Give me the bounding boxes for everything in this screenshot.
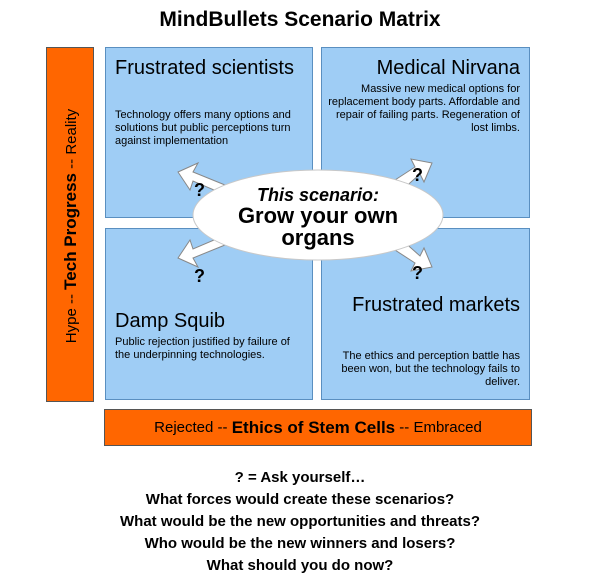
footer-questions: ? = Ask yourself… What forces would crea… <box>0 467 600 577</box>
quadrant-description: The ethics and perception battle has bee… <box>341 350 520 388</box>
question-mark-top-right: ? <box>412 165 423 185</box>
quadrant-heading: Damp Squib <box>115 310 226 332</box>
footer-line: What should you do now? <box>206 557 394 574</box>
question-mark-bottom-left: ? <box>194 266 205 286</box>
center-scenario: This scenario: Grow your own organs <box>218 185 418 249</box>
footer-line: ? = Ask yourself… <box>234 469 366 486</box>
footer-line: Who would be the new winners and losers? <box>144 535 456 552</box>
question-mark-bottom-right: ? <box>412 263 423 283</box>
center-ellipse <box>192 169 444 261</box>
quadrant-heading: Frustrated scientists <box>115 57 294 79</box>
question-mark-top-left: ? <box>194 180 205 200</box>
center-scenario-label: This scenario: <box>256 185 380 205</box>
axis-separator: -- <box>395 419 414 436</box>
quadrant-heading: Medical Nirvana <box>376 57 520 79</box>
quadrant-description: Technology offers many options and solut… <box>115 109 291 147</box>
axis-name: Ethics of Stem Cells <box>231 417 396 437</box>
footer-line: What would be the new opportunities and … <box>120 513 480 530</box>
footer-line: What forces would create these scenarios… <box>145 491 455 508</box>
vertical-axis-bar: Hype -- Tech Progress -- Reality <box>46 47 94 402</box>
axis-high-label: Embraced <box>413 419 482 436</box>
diagram-title: MindBullets Scenario Matrix <box>159 8 441 31</box>
axis-separator: -- <box>213 419 232 436</box>
quadrant-heading: Frustrated markets <box>352 294 520 316</box>
axis-low-label: Rejected <box>154 419 214 436</box>
quadrant-description: Massive new medical options for replacem… <box>328 83 520 134</box>
center-scenario-name: Grow your own organs <box>237 203 399 250</box>
horizontal-axis-bar: Rejected -- Ethics of Stem Cells -- Embr… <box>104 409 532 446</box>
quadrant-description: Public rejection justified by failure of… <box>115 336 290 361</box>
